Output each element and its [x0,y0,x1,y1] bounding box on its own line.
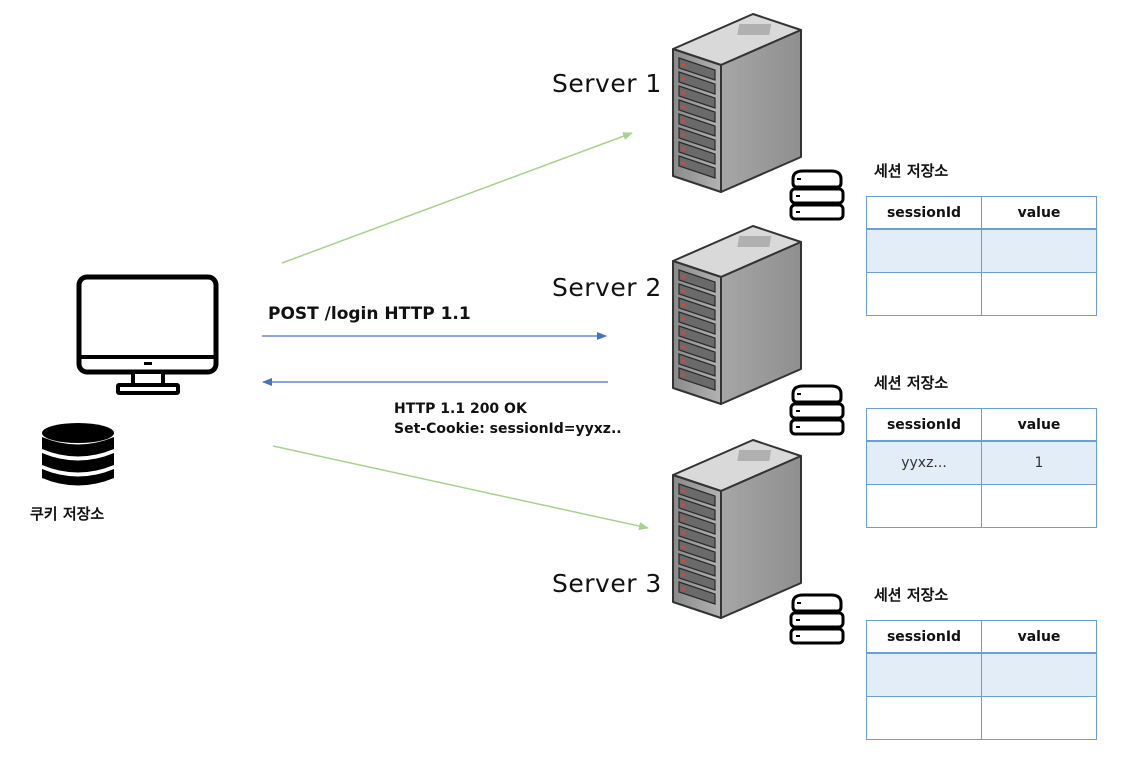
table-row [866,228,1097,273]
cell-value [981,696,1097,740]
session-store-1-title: 세션 저장소 [874,162,949,180]
response-status-line: HTTP 1.1 200 OK [394,401,527,417]
column-header-value: value [981,620,1097,654]
server-2-label: Server 2 [552,273,662,302]
client-monitor-icon [76,274,219,395]
cell-value [981,652,1097,697]
column-header-sessionid: sessionId [866,620,982,654]
cell-sessionid: yyxz... [866,440,982,485]
cell-value: 1 [981,440,1097,485]
server-2-icon [672,225,802,405]
server-1-icon [672,13,802,193]
column-header-value: value [981,196,1097,230]
cell-value [981,272,1097,316]
cell-sessionid [866,272,982,316]
cell-value [981,484,1097,528]
session-store-1-table: sessionId value [866,196,1097,316]
session-store-2-database-icon [789,384,845,436]
table-row [866,652,1097,697]
arrow-to-server-3 [272,445,649,530]
cell-sessionid [866,484,982,528]
cell-sessionid [866,228,982,273]
request-label: POST /login HTTP 1.1 [268,304,471,324]
table-row: yyxz... 1 [866,440,1097,485]
session-store-3-table: sessionId value [866,620,1097,740]
table-row [866,272,1097,316]
table-header-row: sessionId value [866,196,1097,230]
cell-value [981,228,1097,273]
table-row [866,696,1097,740]
session-store-2-table: sessionId value yyxz... 1 [866,408,1097,528]
session-store-3-database-icon [789,593,845,645]
cell-sessionid [866,652,982,697]
cell-sessionid [866,696,982,740]
session-store-3-title: 세션 저장소 [874,586,949,604]
cookie-store-label: 쿠키 저장소 [30,505,105,523]
table-row [866,484,1097,528]
session-store-2-title: 세션 저장소 [874,374,949,392]
cookie-store-database-icon [42,423,114,486]
table-header-row: sessionId value [866,620,1097,654]
response-label: HTTP 1.1 200 OK Set-Cookie: sessionId=yy… [394,399,622,439]
arrow-to-server-1 [281,132,633,264]
column-header-sessionid: sessionId [866,196,982,230]
column-header-value: value [981,408,1097,442]
column-header-sessionid: sessionId [866,408,982,442]
table-header-row: sessionId value [866,408,1097,442]
response-set-cookie-line: Set-Cookie: sessionId=yyxz.. [394,421,622,437]
session-store-1-database-icon [789,169,845,221]
server-1-label: Server 1 [552,69,662,98]
server-3-icon [672,439,802,619]
server-3-label: Server 3 [552,569,662,598]
